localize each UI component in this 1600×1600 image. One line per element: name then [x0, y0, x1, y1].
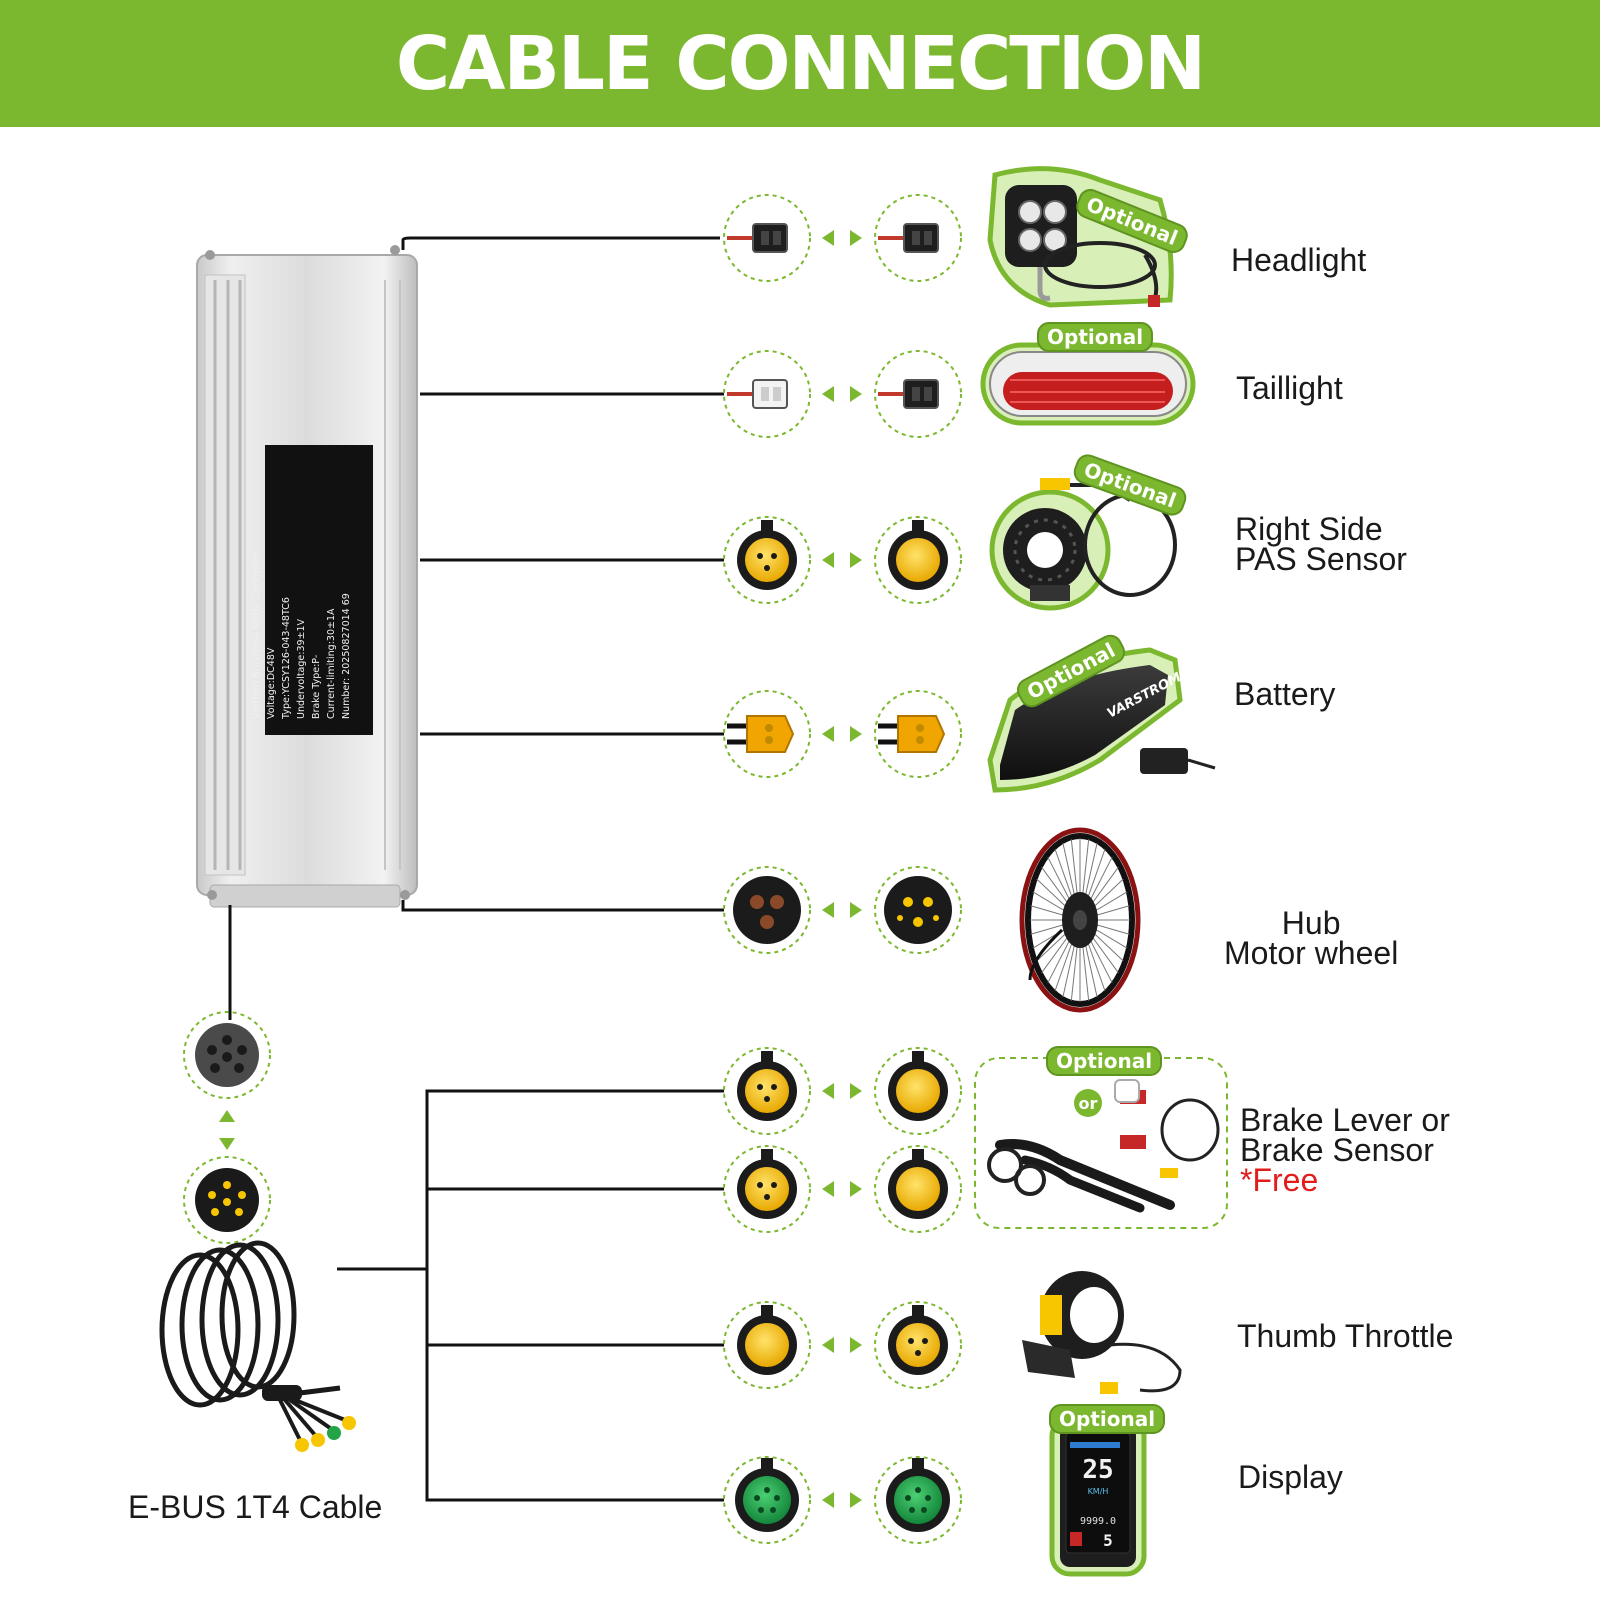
bidirectional-arrow-icon [822, 1083, 862, 1099]
display-level: 5 [1103, 1531, 1113, 1550]
connector-yellow-socket [874, 1145, 962, 1233]
controller-spec-line: Brake Type:P- [311, 655, 322, 719]
label-battery: Battery [1234, 676, 1336, 712]
connector-yellow-3 [723, 516, 811, 604]
connector-yellow-3 [723, 1145, 811, 1233]
connector-plug-black [723, 194, 811, 282]
label-display: Display [1238, 1459, 1343, 1495]
or-label: or [1079, 1094, 1098, 1113]
controller-spec-line: Undervoltage:39±1V [296, 618, 307, 719]
controller-spec-label [265, 445, 373, 735]
connector-xt-male [723, 690, 811, 778]
controller-spec-line: Type:YCSY126-043-48TC6 [281, 597, 292, 720]
bidirectional-arrow-icon [822, 386, 862, 402]
free-note: *Free [1240, 1162, 1319, 1198]
controller-spec-line: Current-limiting:30±1A [326, 608, 337, 719]
controller-spec-line: Voltage:DC48V [266, 647, 277, 719]
label-headlight: Headlight [1231, 242, 1367, 278]
bidirectional-arrow-icon [822, 1181, 862, 1197]
label-taillight: Taillight [1236, 370, 1343, 406]
bidirectional-arrow-icon [822, 1492, 862, 1508]
connector-motor-male [723, 866, 811, 954]
wires [228, 236, 725, 1502]
taillight-icon [980, 342, 1196, 426]
display-speed: 25 [1082, 1455, 1113, 1485]
optional-badge-brake: Optional [1046, 1046, 1163, 1076]
pas-sensor-icon [989, 478, 1177, 611]
label-thumb-throttle: Thumb Throttle [1237, 1318, 1454, 1354]
hub-motor-wheel-icon [1019, 827, 1141, 1013]
bidirectional-arrow-icon [822, 552, 862, 568]
ebus-cable-icon [159, 1011, 356, 1452]
display-unit: KM/H [1088, 1487, 1109, 1496]
headlight-icon [987, 166, 1174, 308]
connector-plug-white [723, 350, 811, 438]
bidirectional-arrow-icon [822, 902, 862, 918]
connector-green-socket [874, 1456, 962, 1544]
connector-green-5 [723, 1456, 811, 1544]
controller-spec-line: Vartrom Brushless Motor Controller [251, 552, 262, 719]
connector-xt-female [874, 690, 962, 778]
bidirectional-arrow-icon [822, 230, 862, 246]
connector-socket-black [874, 350, 962, 438]
display-icon: 25 KM/H 9999.0 5 [1049, 1415, 1147, 1577]
display-odo: 9999.0 [1080, 1516, 1116, 1527]
thumb-throttle-icon [1022, 1271, 1182, 1394]
label-ebus-cable: E-BUS 1T4 Cable [128, 1489, 383, 1525]
connector-motor-female [874, 866, 962, 954]
page-title: CABLE CONNECTION [395, 20, 1206, 107]
title-banner: CABLE CONNECTION [0, 0, 1600, 127]
connector-yellow-socket [874, 1047, 962, 1135]
bidirectional-arrow-icon [822, 726, 862, 742]
connector-yellow-3 [723, 1047, 811, 1135]
bidirectional-arrow-icon [822, 1337, 862, 1353]
connector-socket-black [874, 194, 962, 282]
brake-lever-icon: or [974, 1057, 1228, 1229]
controller-spec-line: Number: 20250827014 69 [341, 593, 352, 719]
optional-badge-display: Optional [1049, 1404, 1166, 1434]
optional-badge-taillight: Optional [1037, 322, 1154, 352]
connector-yellow-socket [723, 1301, 811, 1389]
connector-yellow-3 [874, 1301, 962, 1389]
connector-yellow-socket [874, 516, 962, 604]
